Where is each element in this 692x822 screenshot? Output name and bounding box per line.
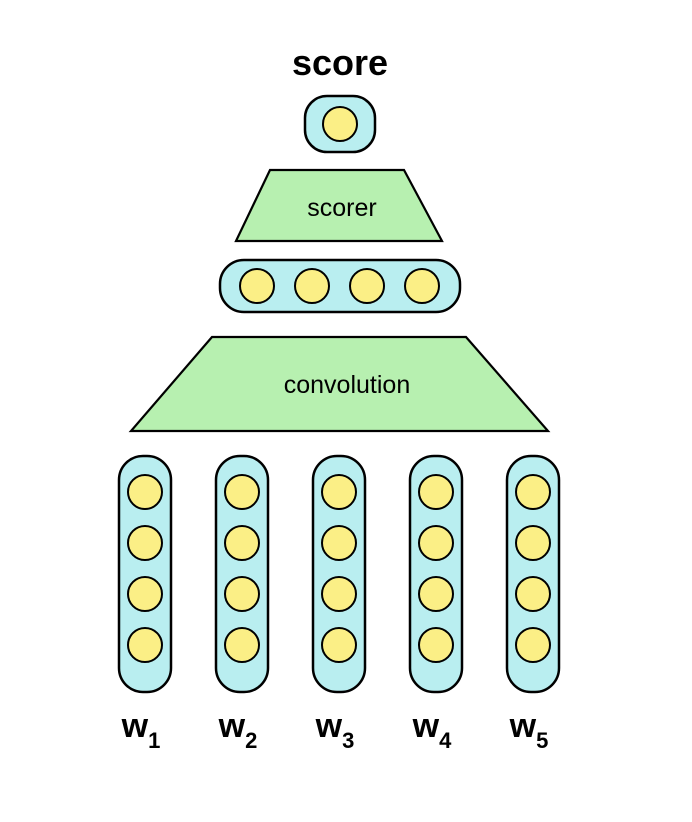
word-letter: w — [412, 707, 440, 745]
word-unit — [127, 576, 163, 612]
word-column-3: w3 — [311, 454, 367, 753]
word-unit — [224, 474, 260, 510]
word-unit — [224, 576, 260, 612]
word-index: 4 — [439, 728, 452, 753]
score-output-node — [303, 94, 377, 154]
word-unit — [515, 576, 551, 612]
word-unit — [321, 576, 357, 612]
score-unit — [322, 106, 358, 142]
word-column-5: w5 — [505, 454, 561, 753]
word-unit — [418, 474, 454, 510]
word-label: w2 — [218, 707, 258, 753]
hidden-unit — [294, 268, 330, 304]
word-unit — [418, 525, 454, 561]
word-unit — [321, 474, 357, 510]
scorer-label: scorer — [307, 194, 376, 222]
word-unit — [515, 525, 551, 561]
hidden-layer — [218, 258, 462, 314]
hidden-capsule — [218, 258, 462, 314]
convolution-label: convolution — [284, 371, 410, 399]
word-unit — [515, 627, 551, 663]
word-letter: w — [218, 707, 246, 745]
word-unit — [127, 525, 163, 561]
convolution-trapezoid — [128, 335, 551, 433]
word-label: w3 — [315, 707, 355, 753]
word-column-2: w2 — [214, 454, 270, 753]
hidden-unit — [404, 268, 440, 304]
word-letter: w — [315, 707, 343, 745]
scorer-trapezoid — [234, 168, 444, 243]
word-unit — [321, 627, 357, 663]
word-unit — [224, 627, 260, 663]
word-unit — [321, 525, 357, 561]
word-unit — [515, 474, 551, 510]
score-label: score — [292, 42, 388, 83]
convolution-layer: convolution — [128, 335, 551, 433]
hidden-unit — [349, 268, 385, 304]
word-unit — [224, 525, 260, 561]
word-index: 5 — [536, 728, 548, 753]
word-index: 3 — [342, 728, 354, 753]
word-unit — [418, 576, 454, 612]
word-unit — [127, 627, 163, 663]
word-label: w1 — [121, 707, 161, 753]
scorer-layer: scorer — [234, 168, 444, 243]
word-column-1: w1 — [117, 454, 173, 753]
word-letter: w — [121, 707, 149, 745]
word-label: w5 — [509, 707, 549, 753]
word-column-4: w4 — [408, 454, 464, 753]
word-unit — [418, 627, 454, 663]
word-letter: w — [509, 707, 537, 745]
word-index: 2 — [245, 728, 257, 753]
word-label: w4 — [412, 707, 452, 753]
word-unit — [127, 474, 163, 510]
hidden-unit — [239, 268, 275, 304]
word-index: 1 — [148, 728, 160, 753]
